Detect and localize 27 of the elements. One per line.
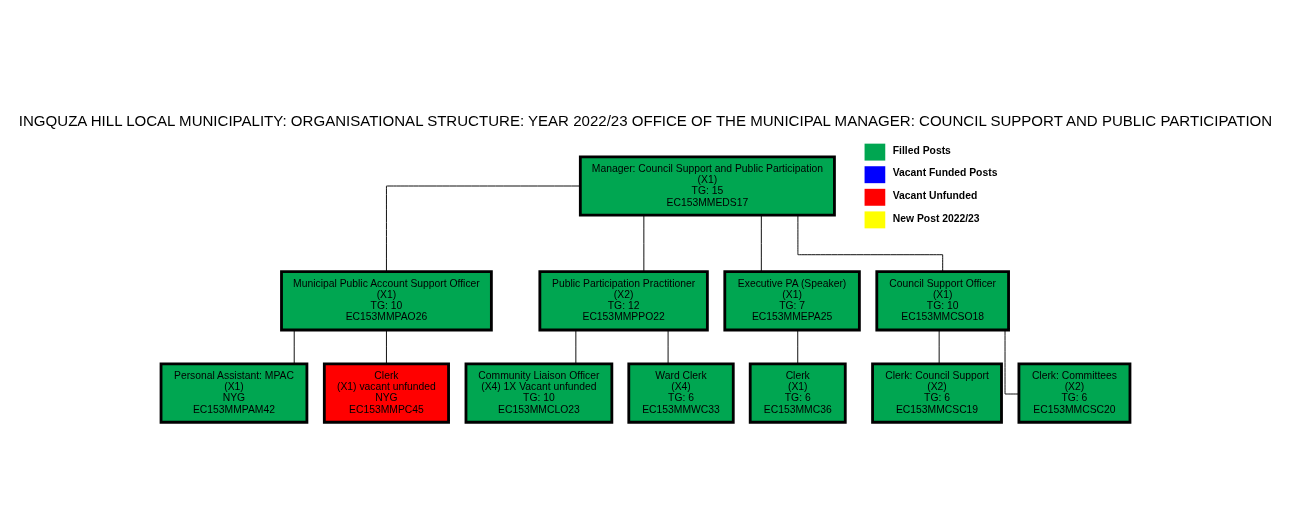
connector: [667, 329, 669, 364]
node-box: Clerk: Committees (X2) TG: 6 EC153MMCSC20: [1017, 361, 1132, 424]
connector: [575, 329, 577, 364]
node-box: Community Liaison Officer (X4) 1X Vacant unfunded TG: 10 EC153MMCLO23: [464, 361, 614, 424]
node-box: Ward Clerk (X4) TG: 6 EC153MMWC33: [627, 361, 735, 424]
legend-label: Filled Posts: [892, 144, 951, 156]
connector: [1004, 329, 1020, 394]
node-box: Public Participation Practitioner (X2) TG: 12 EC153MMPPO22: [538, 269, 709, 331]
legend-label: Vacant Funded Posts: [892, 166, 998, 178]
connector: [760, 214, 762, 272]
connector: [797, 329, 799, 364]
diagram-title: INGQUZA HILL LOCAL MUNICIPALITY: ORGANISATIONAL STRUCTURE: YEAR 2022/23 OFFICE OF THE MUNICIPAL MANAGER: COUNCIL SUPPORT AND PUBLIC PARTICIPATION: [18, 111, 1273, 129]
connector: [938, 329, 940, 364]
node-box: Municipal Public Account Support Officer (X1) TG: 10 EC153MMPAO26: [280, 269, 493, 331]
legend-label: New Post 2022/23: [892, 212, 980, 224]
node-box: Personal Assistant: MPAC (X1) NYG EC153MMPAM42: [159, 361, 309, 424]
connector: [385, 185, 581, 272]
node-box: Clerk (X1) TG: 6 EC153MMC36: [748, 361, 847, 424]
node-box: Manager: Council Support and Public Participation (X1) TG: 15 EC153MMEDS17: [578, 154, 836, 217]
node-box: Council Support Officer (X1) TG: 10 EC153MMCSO18: [875, 269, 1010, 331]
connector: [643, 214, 645, 272]
node-box: Clerk: Council Support (X2) TG: 6 EC153MMCSC19: [871, 361, 1003, 424]
connector: [385, 329, 387, 364]
legend-label: Vacant Unfunded: [892, 189, 978, 201]
node-box: Executive PA (Speaker) (X1) TG: 7 EC153MMEPA25: [723, 269, 861, 331]
node-box: Clerk (X1) vacant unfunded NYG EC153MMPC45: [322, 361, 450, 424]
connector: [293, 329, 295, 364]
